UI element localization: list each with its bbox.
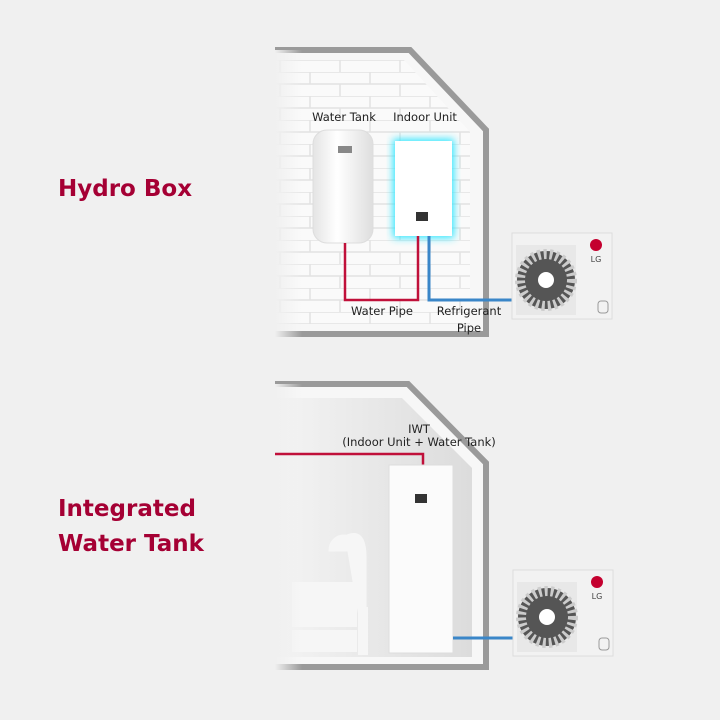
- water-pipe: [343, 236, 420, 302]
- indoor-unit: [393, 139, 454, 238]
- refrigerant-pipe-label: Refrigerant: [437, 304, 502, 318]
- iwt-label: IWT: [408, 422, 431, 436]
- water-tank: [312, 129, 374, 244]
- outdoor-unit: [513, 570, 613, 656]
- refrigerant-pipe: [427, 236, 512, 302]
- iwt-description-label: (Indoor Unit + Water Tank): [342, 435, 496, 449]
- water-pipe: [275, 452, 425, 466]
- refrigerant-pipe-label-2: Pipe: [457, 321, 481, 335]
- water-tank-label: Water Tank: [312, 110, 376, 124]
- outdoor-unit: [512, 233, 612, 319]
- hydro-box-heading: Hydro Box: [58, 176, 193, 202]
- iwt-unit: [388, 464, 454, 654]
- lg-logo: LG: [592, 592, 603, 601]
- water-pipe-label: Water Pipe: [351, 304, 413, 318]
- indoor-unit-label: Indoor Unit: [393, 110, 457, 124]
- iwt-house: [275, 381, 489, 674]
- lg-logo: LG: [591, 255, 602, 264]
- hydro-box-house: [275, 47, 489, 340]
